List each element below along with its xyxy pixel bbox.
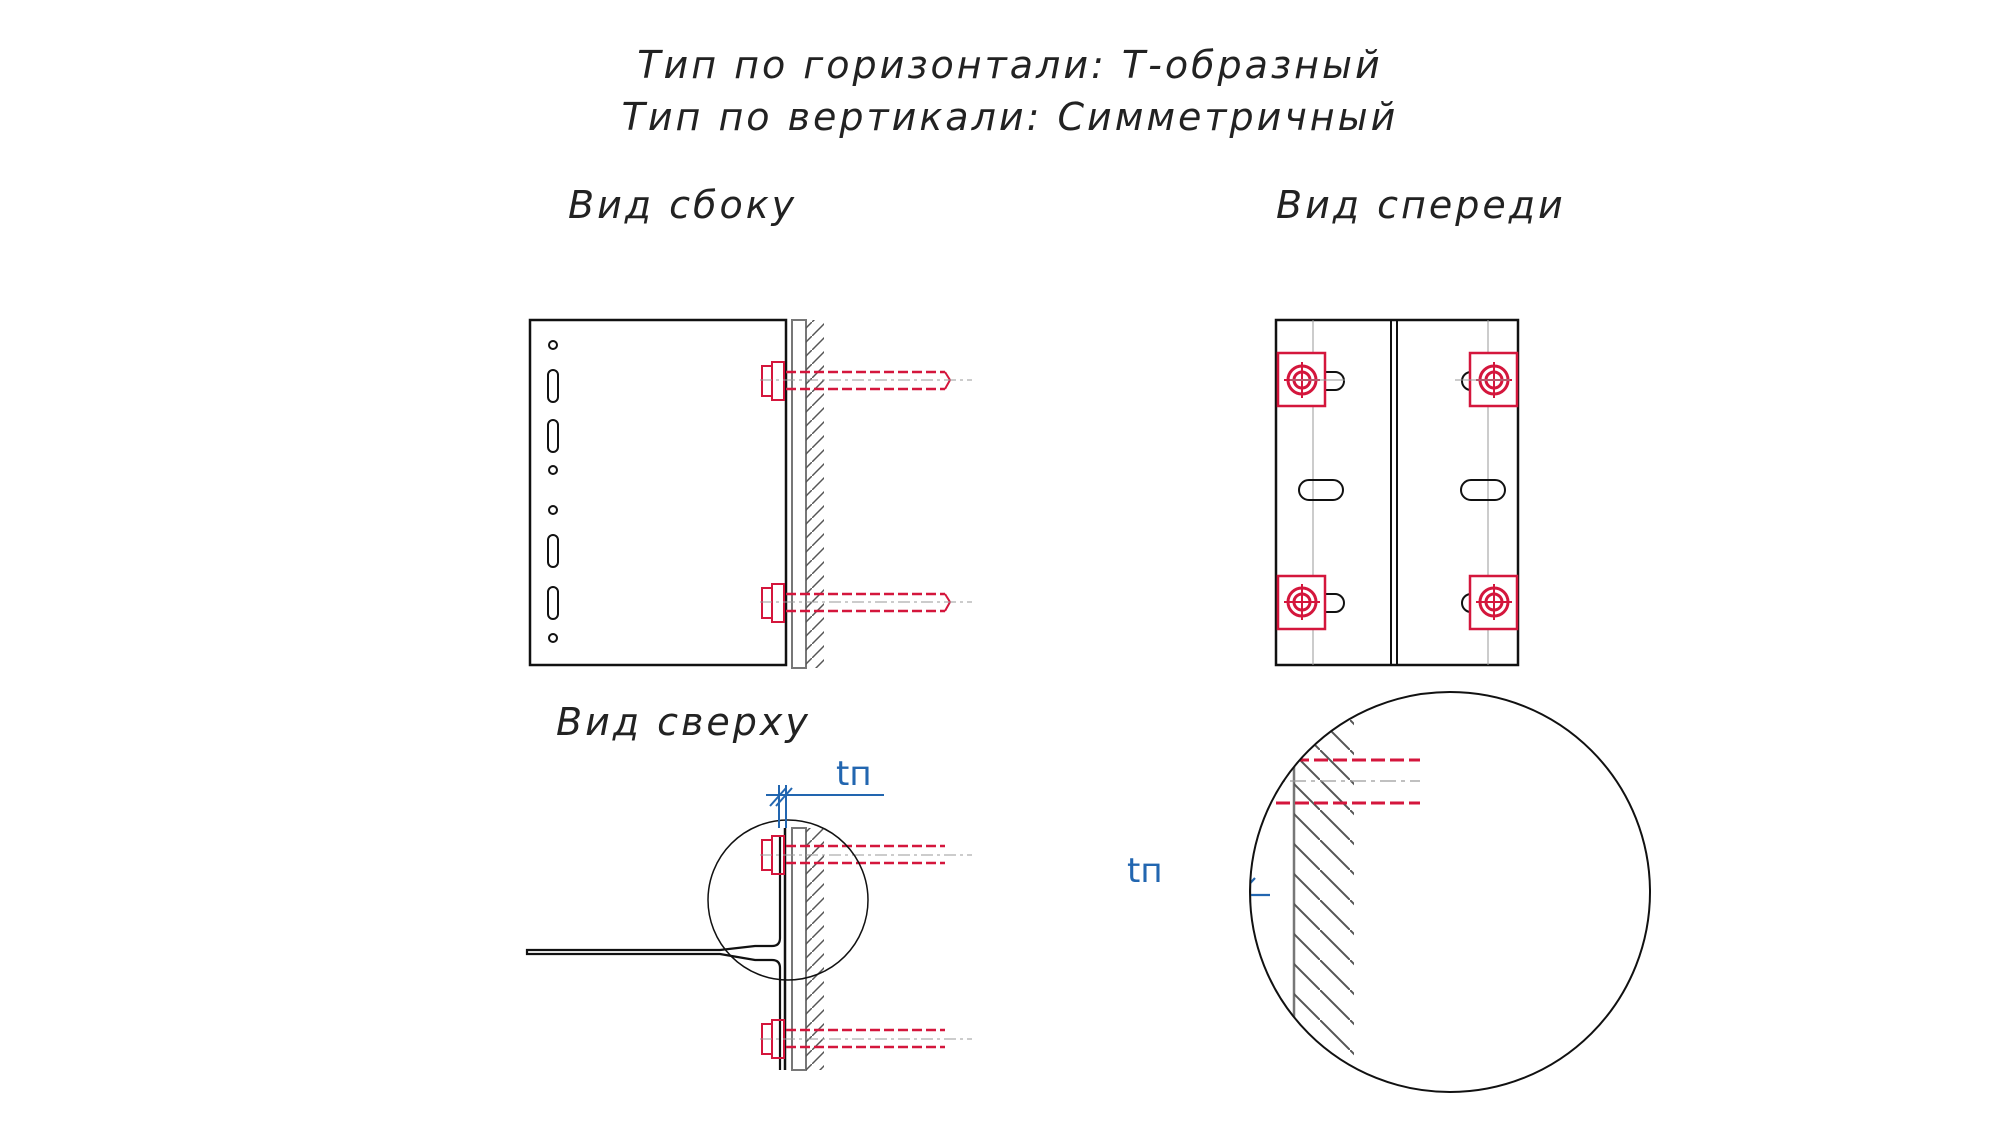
- top-view-thickness-label: tп: [836, 754, 872, 794]
- top-view-dimension: [766, 785, 884, 828]
- title-horizontal-type: Тип по горизонтали: Т-образный: [637, 43, 1382, 87]
- detail-view: tп: [1127, 691, 1651, 1093]
- title-vertical-type: Тип по вертикали: Симметричный: [622, 95, 1399, 139]
- detail-circle: [1249, 691, 1651, 1093]
- top-view-label: Вид сверху: [556, 700, 811, 744]
- top-anchor-lower: [760, 1019, 972, 1059]
- front-view-label: Вид спереди: [1276, 183, 1566, 227]
- top-view: tп: [525, 754, 972, 1071]
- detail-marker-circle: [707, 819, 869, 981]
- top-anchor-upper: [760, 835, 972, 875]
- detail-thickness-label: tп: [1127, 851, 1163, 891]
- side-anchor-top: [760, 361, 972, 401]
- side-view: [528, 318, 972, 669]
- side-view-label: Вид сбоку: [568, 183, 797, 227]
- side-anchor-bottom: [760, 583, 972, 623]
- front-view: [1274, 318, 1520, 667]
